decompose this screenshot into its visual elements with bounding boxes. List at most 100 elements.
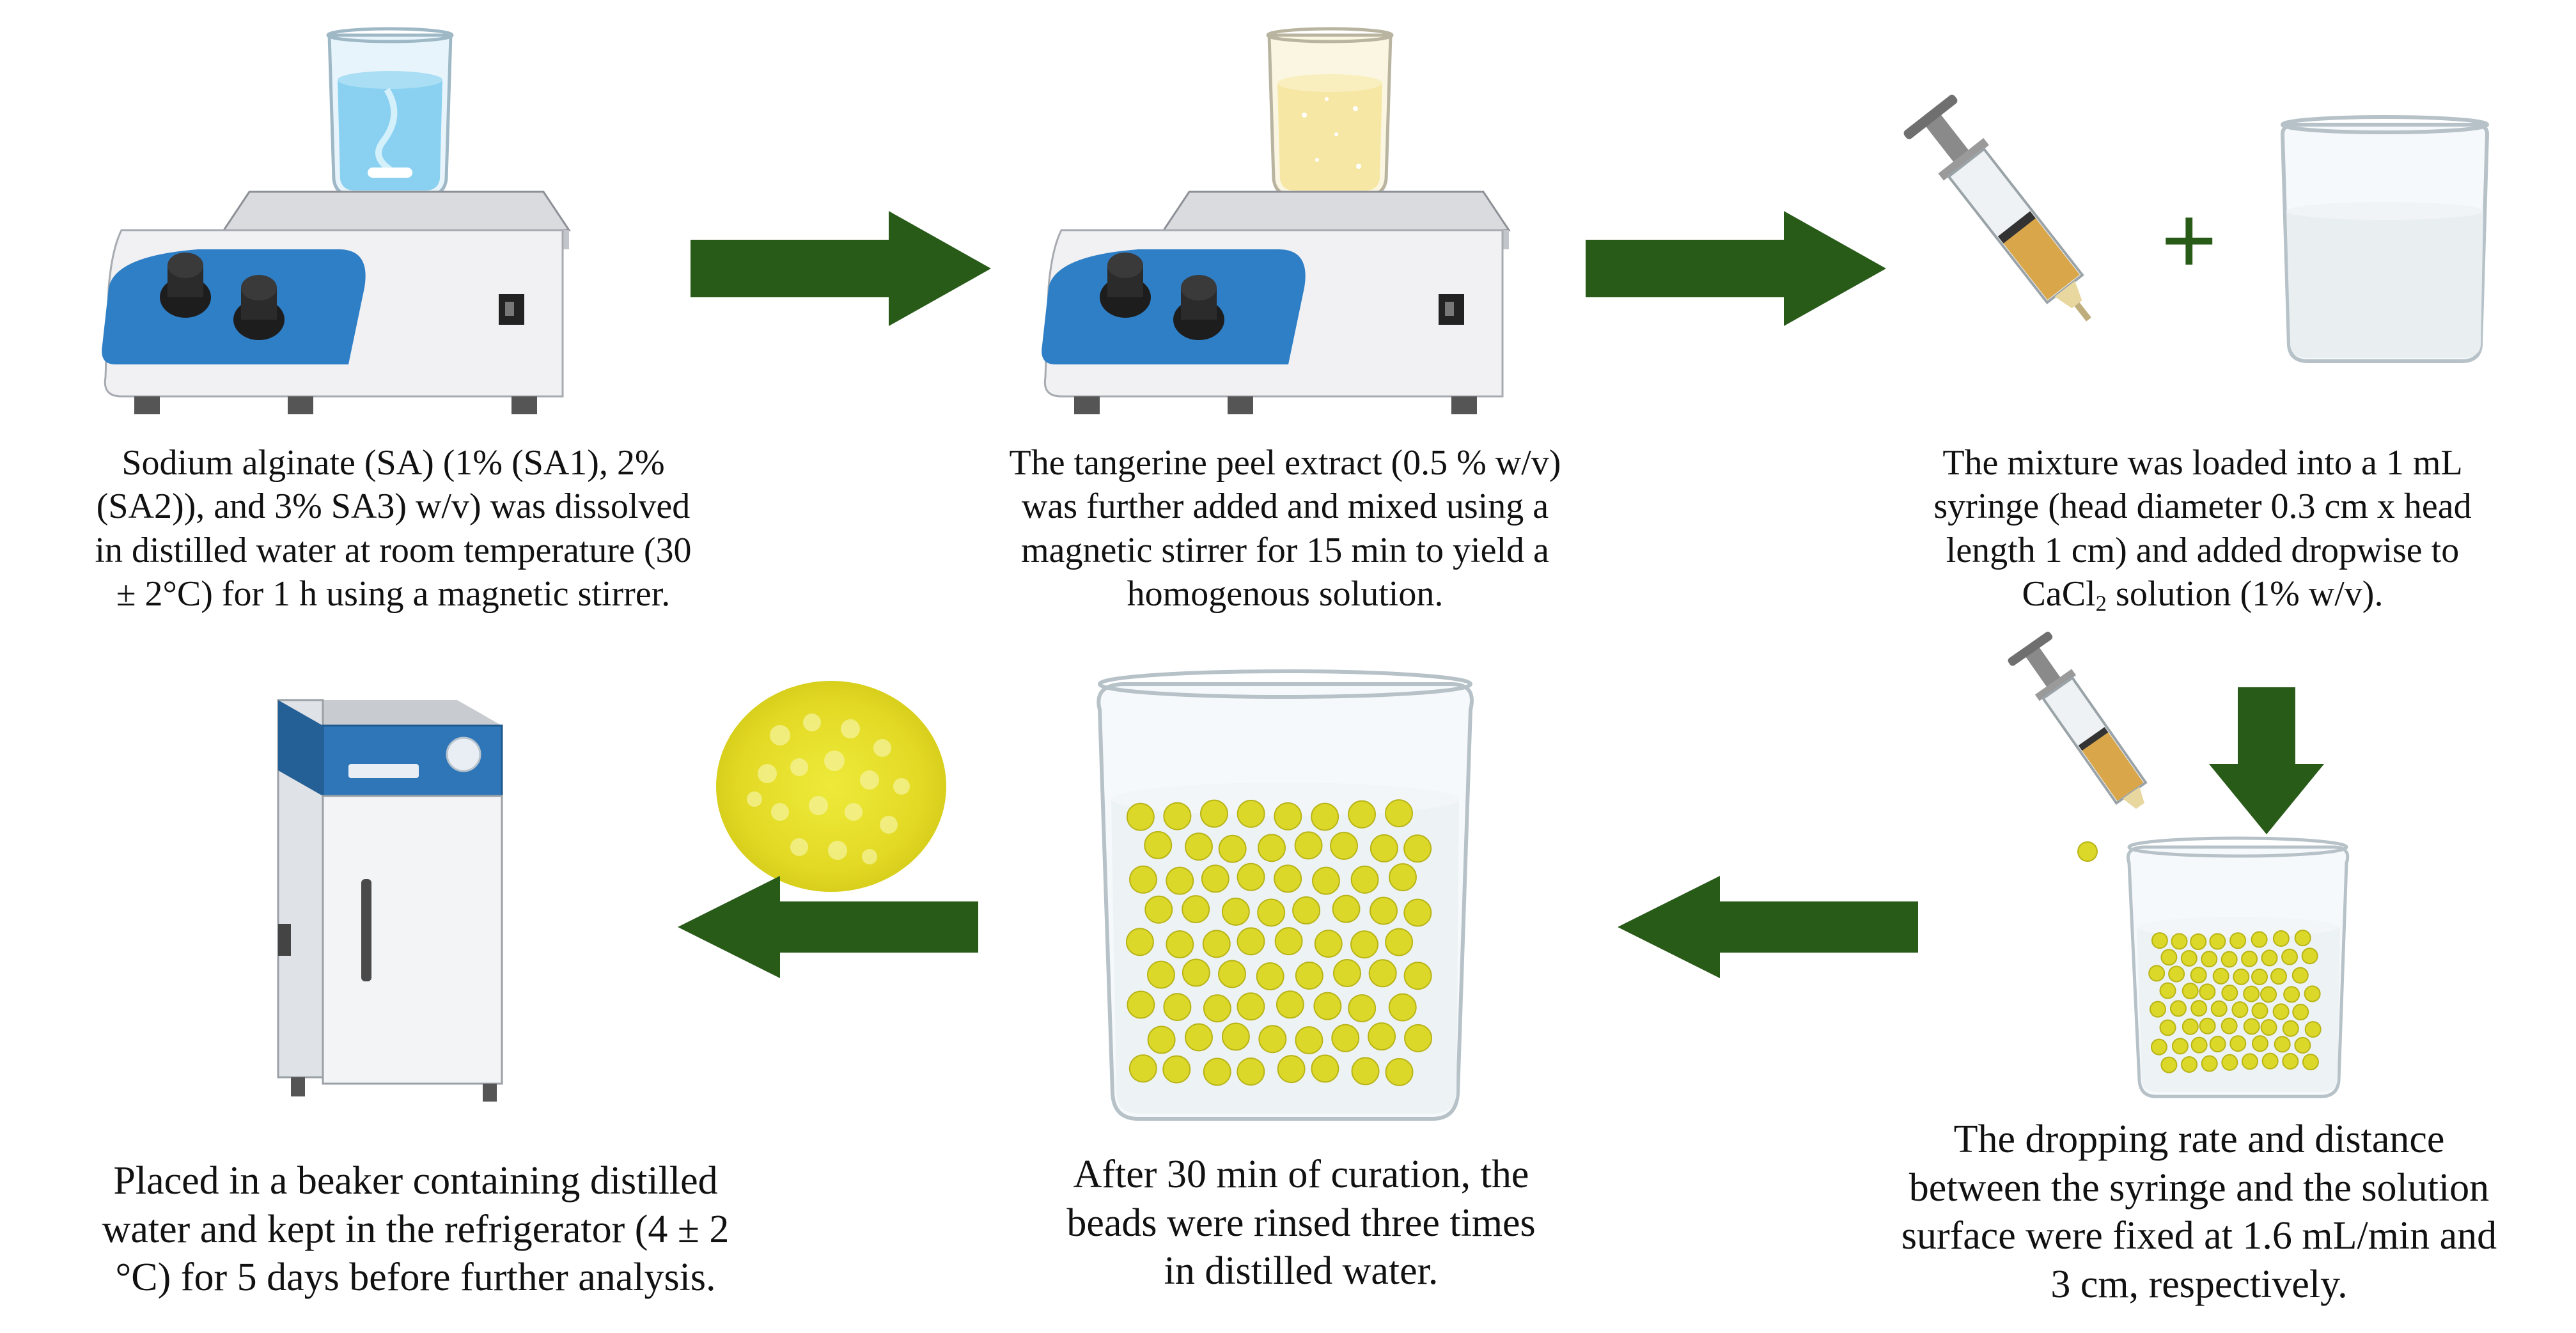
caption-line: 3 cm, respectively. <box>2050 1262 2348 1306</box>
beaker-beads-large <box>1097 669 1474 1121</box>
bead <box>1311 802 1339 831</box>
bead <box>2292 1004 2309 1021</box>
hotplate-stirrer-1 <box>102 27 571 414</box>
bead <box>2201 951 2218 968</box>
caption-line: Sodium alginate (SA) (1% (SA1), 2% <box>121 443 665 483</box>
bead <box>1295 1026 1323 1055</box>
bead <box>1125 928 1154 956</box>
bead <box>1184 1023 1213 1052</box>
bead <box>1237 1057 1265 1086</box>
caption-line: (SA2)), and 3% SA3) w/v) was dissolved <box>96 487 691 527</box>
bead <box>2190 1036 2208 1054</box>
caption-step4: The dropping rate and distance between t… <box>1822 1116 2576 1309</box>
bead <box>2168 965 2185 983</box>
bead <box>1162 1055 1191 1084</box>
caption-step1: Sodium alginate (SA) (1% (SA1), 2% (SA2)… <box>0 441 786 616</box>
beaker-beads-small <box>2127 836 2350 1098</box>
bead <box>1202 930 1231 958</box>
bead <box>2212 967 2229 985</box>
bead <box>1146 960 1175 989</box>
bead <box>1147 1025 1176 1054</box>
syringe-dropping-icon <box>2008 632 2148 809</box>
bead <box>2243 985 2260 1002</box>
bead <box>2281 948 2299 965</box>
bead <box>1257 898 1286 927</box>
arrow-right-1 <box>691 211 991 326</box>
bead <box>1144 830 1173 859</box>
bead <box>1182 895 1210 924</box>
bead <box>1199 799 1228 828</box>
bead <box>2190 933 2207 950</box>
bead <box>1403 834 1432 863</box>
beaker-cacl2-icon <box>2280 115 2490 363</box>
bead <box>1368 1022 1396 1051</box>
caption-line: After 30 min of curation, the <box>1073 1153 1529 1196</box>
bead <box>2201 1055 2218 1072</box>
caption-line: water and kept in the refrigerator (4 ± … <box>102 1207 730 1251</box>
arrow-down <box>2209 687 2324 834</box>
bead <box>1314 930 1343 958</box>
bead <box>1404 1024 1433 1052</box>
bead <box>1348 800 1377 829</box>
bead <box>1237 799 1265 828</box>
bead <box>2171 933 2188 950</box>
bead <box>2243 1018 2260 1035</box>
bead <box>1258 834 1286 862</box>
bead <box>2272 930 2290 947</box>
bead <box>2190 1000 2208 1017</box>
caption-line: °C) for 5 days before further analysis. <box>115 1256 716 1300</box>
syringe-icon <box>1903 95 2091 322</box>
arrow-left-1 <box>678 876 978 978</box>
bead <box>1350 930 1379 959</box>
bead <box>1203 994 1231 1023</box>
bead <box>1237 927 1265 956</box>
cacl-subscript: 2 <box>2095 591 2107 616</box>
bead <box>1221 897 1250 926</box>
caption-line: syringe (head diameter 0.3 cm x head <box>1933 487 2472 527</box>
bead <box>1388 993 1417 1022</box>
bead <box>1237 992 1265 1021</box>
bead <box>1274 802 1302 830</box>
bead <box>1128 865 1157 894</box>
bead <box>1277 1055 1306 1084</box>
bead <box>1385 928 1414 956</box>
bead <box>2282 1020 2299 1037</box>
bead <box>1203 1057 1231 1086</box>
caption-line: surface were fixed at 1.6 mL/min and <box>1901 1214 2497 1258</box>
bead <box>2241 1053 2258 1070</box>
bead <box>2221 985 2238 1002</box>
caption-line: between the syringe and the solution <box>1909 1165 2490 1210</box>
bead <box>2171 1038 2189 1055</box>
bead <box>2283 986 2300 1003</box>
bead <box>1218 960 1247 988</box>
bead <box>2272 1003 2290 1020</box>
refrigerator-icon <box>277 699 503 1102</box>
bead <box>2160 949 2178 966</box>
droplet-icon <box>2077 841 2098 862</box>
bead <box>2180 949 2197 967</box>
plus-sign: + <box>2161 186 2217 293</box>
bead <box>1295 961 1323 990</box>
bead <box>2261 949 2278 967</box>
bead <box>1182 958 1210 987</box>
bead <box>1313 992 1342 1020</box>
bead <box>1221 1022 1250 1051</box>
arrow-right-2 <box>1586 211 1886 326</box>
bead <box>2274 1036 2291 1053</box>
knob-icon <box>160 253 211 318</box>
bead <box>1370 896 1398 925</box>
bead <box>1144 895 1173 924</box>
caption-line: The mixture was loaded into a 1 mL <box>1942 443 2463 483</box>
caption-line: in distilled water. <box>1164 1249 1439 1293</box>
caption-line: was further added and mixed using a <box>1021 487 1549 527</box>
bead <box>1311 1054 1339 1083</box>
bead <box>2209 933 2226 950</box>
caption-line: beads were rinsed three times <box>1066 1201 1536 1245</box>
caption-step6: Placed in a beaker containing distilled … <box>0 1157 831 1302</box>
bead <box>2181 1056 2198 1073</box>
knob-icon <box>1100 253 1151 318</box>
bead <box>2251 1035 2268 1052</box>
bead <box>1388 863 1417 892</box>
caption-line: ± 2°C) for 1 h using a magnetic stirrer. <box>116 573 671 614</box>
bead <box>2229 932 2247 949</box>
